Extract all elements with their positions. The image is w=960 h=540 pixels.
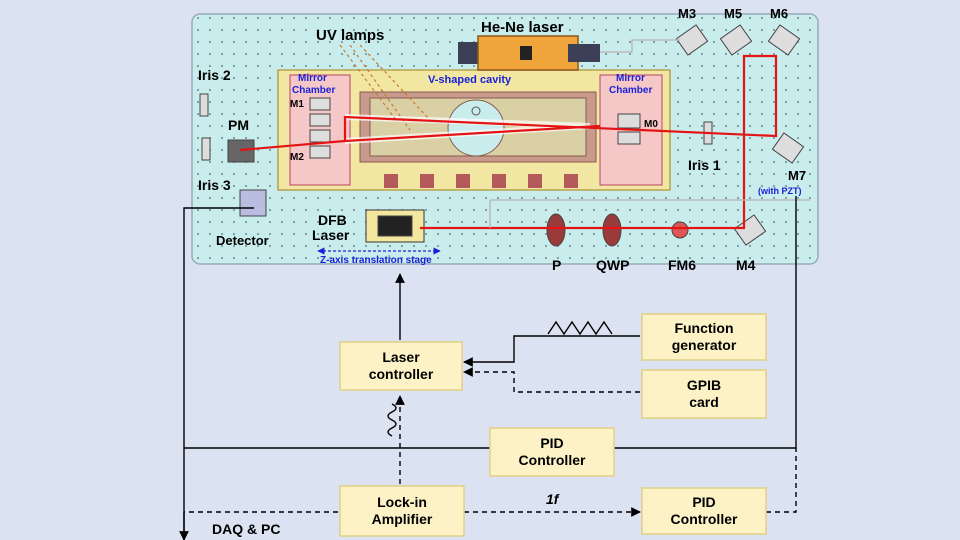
label-iris3: Iris 3 — [198, 177, 231, 193]
pid-controller-2-box: PID Controller — [641, 487, 767, 535]
label-fm6: FM6 — [668, 257, 696, 273]
control-wiring — [179, 196, 797, 540]
label-m7-note: (with PZT) — [758, 186, 802, 196]
label-iris2: Iris 2 — [198, 67, 231, 83]
label-m3: M3 — [678, 6, 696, 21]
label-qwp: QWP — [596, 257, 629, 273]
function-generator-box: Function generator — [641, 313, 767, 361]
function-generator-line-2: generator — [672, 337, 737, 353]
mirror-chamber-left — [289, 74, 351, 186]
label-hene-laser: He-Ne laser — [481, 19, 564, 36]
label-detector: Detector — [216, 233, 269, 248]
uv-lamp-indicators — [339, 44, 431, 131]
label-daq-pc: DAQ & PC — [212, 521, 280, 537]
label-iris1: Iris 1 — [688, 157, 721, 173]
label-m6: M6 — [770, 6, 788, 21]
label-dfb-1: DFB — [318, 212, 347, 228]
gpib-card-line-1: GPIB — [687, 377, 721, 393]
label-mirror-chamber-left-1: Mirror — [298, 73, 327, 84]
lockin-amplifier-box: Lock-in Amplifier — [339, 485, 465, 537]
label-uv-lamps: UV lamps — [316, 27, 384, 44]
label-m5: M5 — [724, 6, 742, 21]
label-m4: M4 — [736, 257, 756, 273]
label-1f: 1f — [546, 491, 560, 507]
label-mirror-chamber-left-2: Chamber — [292, 85, 335, 96]
lockin-amplifier-line-2: Amplifier — [372, 511, 433, 527]
pid-controller-1-box: PID Controller — [489, 427, 615, 477]
gpib-card-line-2: card — [689, 394, 719, 410]
label-v-cavity: V-shaped cavity — [428, 74, 512, 86]
laser-controller-line-1: Laser — [382, 349, 420, 365]
gpib-card-box: GPIB card — [641, 369, 767, 419]
label-m2: M2 — [290, 152, 304, 163]
pid-controller-2-line-1: PID — [692, 494, 715, 510]
label-mirror-chamber-right-1: Mirror — [616, 73, 645, 84]
label-dfb-2: Laser — [312, 227, 350, 243]
cavity-window — [447, 99, 505, 157]
label-p: P — [552, 257, 561, 273]
laser-controller-box: Laser controller — [339, 341, 463, 391]
label-m1: M1 — [290, 99, 304, 110]
pid-controller-2-line-2: Controller — [671, 511, 738, 527]
lockin-amplifier-line-1: Lock-in — [377, 494, 427, 510]
mirror-mount-icons — [199, 24, 805, 247]
pid-controller-1-line-1: PID — [540, 435, 563, 451]
label-pm: PM — [228, 117, 249, 133]
label-mirror-chamber-right-2: Chamber — [609, 85, 652, 96]
hene-laser — [458, 35, 600, 71]
hene-alignment-path — [489, 39, 810, 228]
label-m0: M0 — [644, 119, 658, 130]
laser-controller-line-2: controller — [369, 366, 434, 382]
label-z-stage: Z-axis translation stage — [320, 255, 432, 266]
label-m7: M7 — [788, 168, 806, 183]
function-generator-line-1: Function — [674, 320, 733, 336]
pid-controller-1-line-2: Controller — [519, 452, 586, 468]
